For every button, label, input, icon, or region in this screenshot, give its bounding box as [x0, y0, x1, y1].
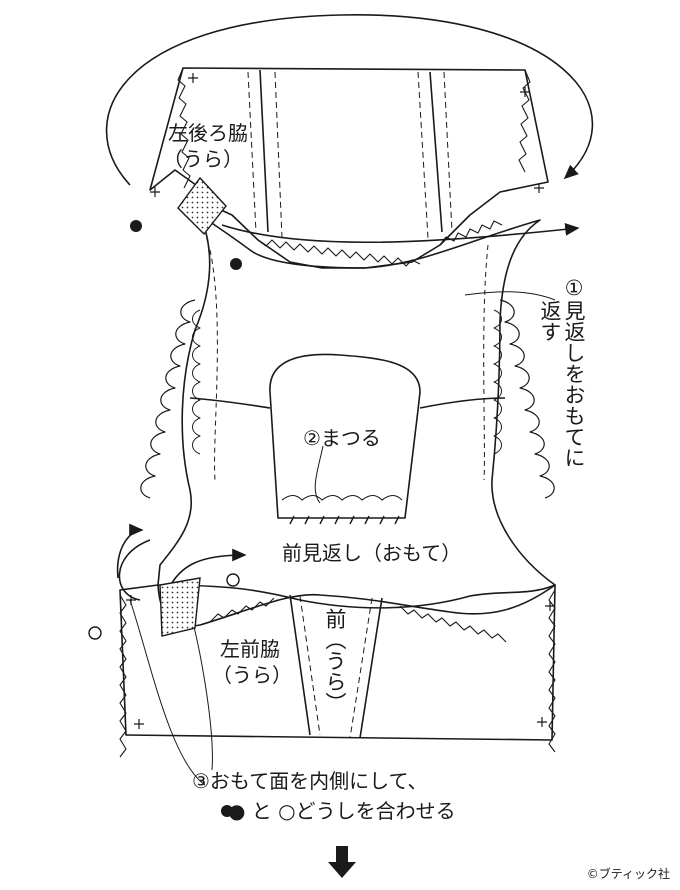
back-center-seam-left: [259, 69, 269, 233]
step2-label: ②まつる: [303, 426, 381, 450]
stitch-lead-line: [314, 445, 324, 504]
dotted-patch-top: [177, 176, 227, 236]
back-piece-outline: [149, 67, 549, 269]
back-center-stitch-r2: [443, 71, 453, 233]
left-front-side-label: 左前脇: [220, 637, 280, 661]
lace-left-inner: [192, 309, 201, 455]
front-left-pinking: [119, 594, 127, 758]
left-back-side-note: （うら）: [163, 147, 243, 171]
filled-circle-icon: [221, 805, 233, 817]
lace-right-inner: [493, 309, 502, 455]
down-arrow-icon: [328, 846, 356, 878]
step1-label: ①見返しをおもてに: [562, 276, 586, 468]
facing-outline: [157, 214, 556, 609]
filled-circle-icon: [230, 258, 242, 270]
dotted-patch-bottom: [159, 577, 201, 637]
front-right-pinking: [548, 589, 556, 753]
step1-leader: [464, 291, 556, 301]
open-circle-icon: [226, 573, 240, 587]
copyright-credit: ©ブティック社: [586, 867, 670, 881]
underbust-line-left: [189, 397, 271, 409]
left-front-side-note: （うら）: [212, 663, 292, 687]
step1-label-cont: 返す: [538, 300, 562, 342]
front-seam-left: [289, 594, 311, 736]
front-facing-label: 前見返し（おもて）: [282, 541, 462, 565]
fold-arrow-left-top: [116, 523, 144, 579]
center-gore-scallop: [281, 494, 403, 501]
front-stitch-l: [299, 595, 321, 736]
back-center-stitch-r1: [417, 71, 429, 239]
front-seam-right: [359, 597, 383, 739]
back-center-stitch-l1: [274, 71, 283, 239]
underbust-line-right: [419, 397, 506, 409]
front-label: 前（うら）: [323, 608, 347, 713]
back-right-pinking: [518, 69, 531, 173]
back-hem-pinking: [257, 239, 421, 267]
filled-circle-icon: [130, 220, 142, 232]
open-circle-icon: [88, 626, 102, 640]
front-stitch-r: [349, 597, 373, 739]
back-left-pinking: [177, 67, 191, 189]
facing-stitch-right: [483, 244, 489, 481]
step3-label: ③おもて面を内側にして、: [192, 769, 428, 793]
front-top-pinking: [209, 597, 275, 623]
fold-arrow-left: [118, 539, 151, 601]
left-back-side-label: 左後ろ脇: [168, 121, 248, 145]
facing-stitch-left: [209, 249, 218, 481]
turn-over-arrow: [105, 14, 594, 186]
step3-leader-a: [129, 599, 206, 786]
lace-left: [140, 299, 196, 499]
step3-label-cont: ● と ○どうしを合わせる: [228, 799, 456, 823]
pull-arrow: [221, 223, 580, 244]
blind-stitch: [289, 515, 400, 525]
front-top-pinking-right: [399, 605, 507, 643]
back-center-stitch-l2: [247, 71, 257, 233]
center-gore: [269, 353, 421, 519]
back-center-seam-right: [429, 71, 443, 233]
lace-right: [499, 299, 555, 499]
back-hem-pinking-right: [439, 220, 503, 246]
